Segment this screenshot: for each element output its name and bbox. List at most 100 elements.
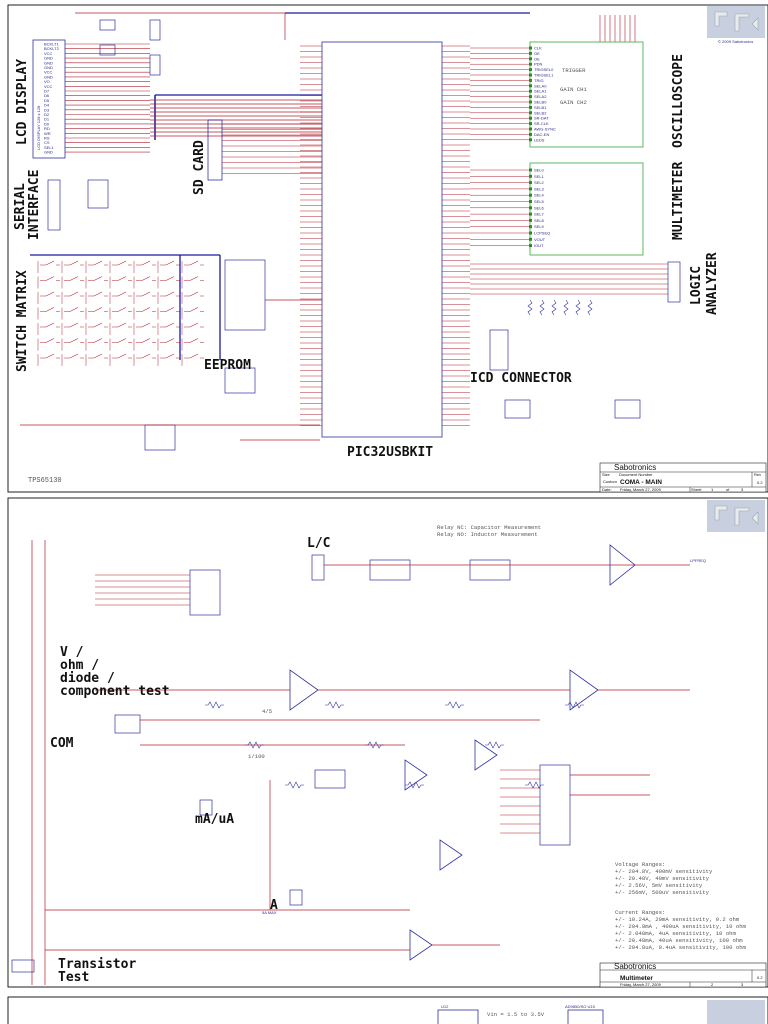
opamp-u6b — [569, 669, 599, 711]
osc-pin-label: SELA0 — [534, 83, 547, 88]
amps-max-label: 5A MAX — [262, 910, 277, 915]
pin-marker — [529, 231, 532, 235]
switch — [88, 291, 108, 297]
multimeter-label: MULTIMETER — [671, 162, 686, 240]
lpfreq-label: LPFREQ — [690, 558, 706, 563]
switch — [64, 307, 84, 312]
document-title: Multimeter — [620, 975, 653, 982]
resistor — [551, 299, 557, 316]
switch — [112, 353, 132, 359]
dmm-pin-label: SEL1 — [534, 174, 545, 179]
pin-marker — [529, 206, 532, 210]
pin-marker — [529, 62, 532, 66]
lcd-part-label: LCD DISPLAY 128 x 128 — [36, 105, 41, 150]
lcd-pin-label: D7 — [44, 89, 50, 94]
switch — [64, 291, 84, 297]
lc-label: L/C — [307, 536, 330, 551]
vin-note: Vin = 1.5 to 3.5V — [487, 1011, 545, 1018]
switch — [184, 338, 204, 343]
logic-label-1: LOGIC — [689, 266, 704, 305]
switch — [160, 307, 180, 312]
com-label: COM — [50, 736, 74, 751]
date-value: Friday, March 27, 2009 — [620, 982, 662, 987]
sheet-total: 3 — [741, 982, 744, 987]
sabotronics-logo — [707, 6, 765, 38]
note-line: +/- 2.048mA, 4uA sensitivity, 10 ohm — [615, 930, 736, 937]
dmm-pin-label: SEL2 — [534, 180, 545, 185]
mux-u11 — [539, 764, 571, 846]
relay-ls2 — [114, 714, 141, 734]
resistor — [245, 741, 264, 749]
pin-marker — [529, 73, 532, 77]
lcd-pin-label: GND — [44, 56, 53, 61]
u12-label: U12 — [441, 1004, 449, 1009]
lcd-pin-label: D6 — [44, 93, 50, 98]
switch — [160, 338, 180, 343]
regulator-u4 — [614, 399, 641, 419]
regulator-u6 — [144, 424, 176, 451]
dmm-pin-label: SEL3 — [534, 186, 545, 191]
osc-pin-label: SR-DAT — [534, 116, 549, 121]
sabotronics-logo-3 — [707, 1000, 765, 1024]
switch — [88, 353, 108, 359]
gain-ch1-label: GAIN CH1 — [560, 86, 587, 93]
opamp-u7 — [609, 544, 636, 586]
note-line: Voltage Ranges: — [615, 861, 665, 868]
switch — [40, 291, 60, 297]
osc-pin-label: TRIG — [534, 78, 544, 83]
resistor — [485, 741, 504, 749]
dmm-pin-label: LCPSEQ — [534, 231, 550, 236]
trigger-label: TRIGGER — [562, 67, 586, 74]
lcd-pin-label: GND — [44, 60, 53, 65]
osc-pin-label: SELA2 — [534, 94, 547, 99]
multimeter-module — [529, 162, 644, 256]
switch — [40, 260, 60, 266]
icd-connector-label: ICD CONNECTOR — [470, 371, 572, 386]
sheet2-frame — [7, 497, 768, 988]
switch — [88, 276, 108, 281]
sheet1-frame — [7, 4, 768, 493]
switch — [40, 338, 60, 343]
pin-marker — [529, 127, 532, 131]
size-label: Size — [602, 472, 611, 477]
resistor — [405, 781, 424, 789]
note-line: +/- 256mV, 500uV sensitivity — [615, 889, 710, 896]
pic32-label: PIC32USBKIT — [347, 445, 433, 460]
pic32-part — [321, 41, 443, 438]
dmm-pin-label: IOUT — [534, 243, 544, 248]
date-value: Friday, March 27, 2009 — [620, 487, 662, 492]
osc-pin-label: CLK — [534, 46, 542, 51]
of-label: of — [726, 487, 730, 492]
switch — [64, 338, 84, 343]
switch — [64, 260, 84, 266]
osc-pin-label: PDN — [534, 62, 543, 67]
switch — [136, 260, 156, 266]
sheet2-components — [11, 540, 690, 985]
connector-j11 — [289, 889, 303, 906]
lcd-pin-label: D4 — [44, 103, 50, 108]
switch — [112, 276, 132, 281]
mcp23017 — [224, 259, 266, 331]
switch — [88, 307, 108, 312]
resistor — [205, 701, 224, 709]
current-ranges-note: Current Ranges: +/- 10.24A, 20mA sensiti… — [615, 909, 747, 951]
note-line: +/- 204.8V, 400mV sensitivity — [615, 868, 713, 875]
resistor — [525, 781, 544, 789]
copyright-text: © 2009 Sabotronics — [718, 39, 753, 44]
resistor — [587, 299, 593, 316]
osc-pin-label: OE — [534, 56, 540, 61]
gain-ch2-label: GAIN CH2 — [560, 99, 587, 106]
switch — [112, 260, 132, 266]
pin-marker — [529, 57, 532, 61]
osc-pin-label: DAC-EN — [534, 132, 549, 137]
transistor-label-2: Test — [58, 970, 89, 985]
pin-marker — [529, 89, 532, 93]
switch — [40, 353, 60, 359]
sheet-label: Sheet — [691, 487, 702, 492]
u-max3232 — [87, 179, 109, 209]
dmm-pin-label: SEL8 — [534, 218, 545, 223]
sd-card-label: SD CARD — [192, 140, 207, 195]
pin-marker — [529, 225, 532, 229]
ratio-label-2: 1/100 — [248, 753, 265, 760]
